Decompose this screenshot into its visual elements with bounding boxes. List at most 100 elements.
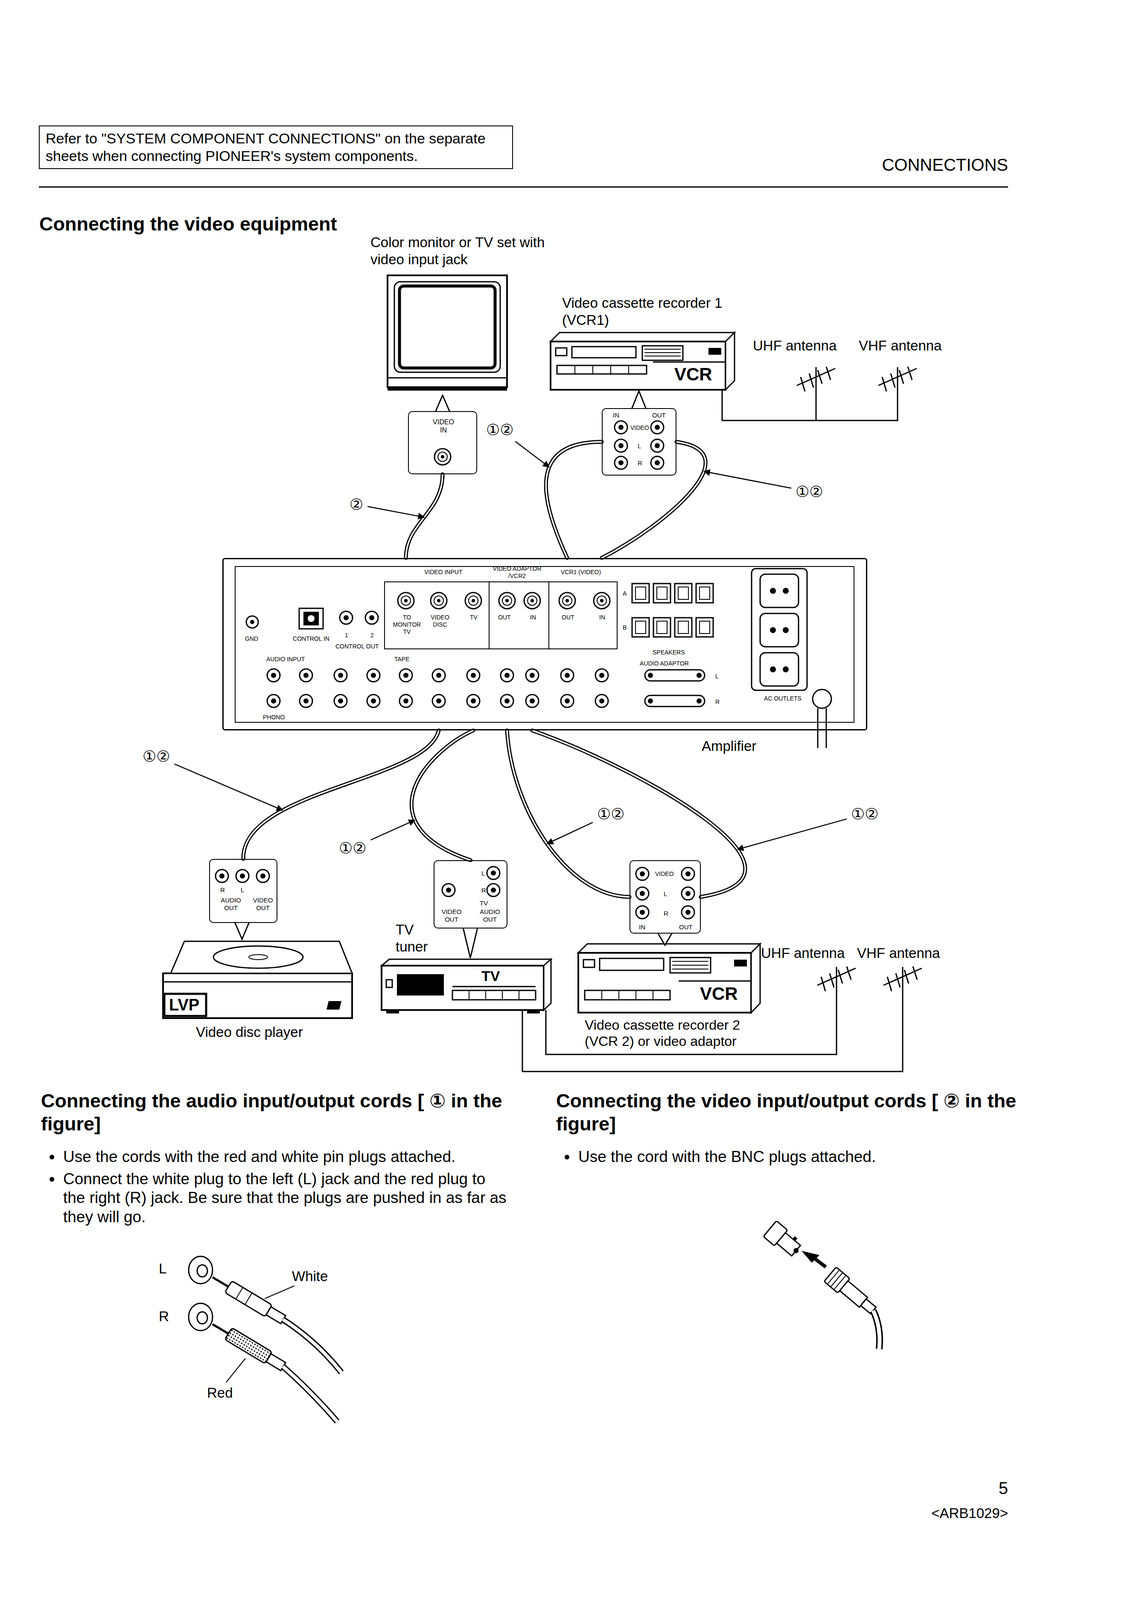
antenna-label: VHF antenna (858, 337, 942, 355)
callout-number: ①② (484, 420, 516, 439)
bullet-dot (49, 1154, 55, 1160)
device-badge: VCR (699, 982, 738, 1005)
section-header: CONNECTIONS (881, 154, 1009, 175)
node-text: OUT (498, 613, 511, 621)
node-text: VCR1 (VIDEO) (560, 568, 601, 576)
av-cable (545, 441, 602, 558)
node-text: IN (638, 923, 646, 931)
node-text: R (481, 886, 487, 895)
node-text: L (240, 886, 245, 894)
callout-number: ①② (849, 804, 881, 823)
av-cable (243, 730, 439, 859)
device-caption: TV tuner (395, 921, 443, 955)
node-text: TAPE (394, 655, 410, 663)
callout-number: ①② (793, 482, 825, 501)
jack-panel: R L AUDIO OUTVIDEO OUT (209, 858, 278, 923)
node-text: CONTROL IN (291, 635, 331, 643)
node-text: A (622, 589, 627, 598)
device-caption: Video cassette recorder 1 (VCR1) (562, 294, 750, 329)
node-text: VIDEO INPUT (424, 568, 463, 576)
node-text: Refer to "SYSTEM COMPONENT CONNECTIONS" … (45, 129, 507, 165)
node-text: 2 (370, 631, 374, 639)
page-number: 5 (998, 1477, 1009, 1499)
jack-panel: LR TV VIDEO OUT AUDIO OUT (433, 859, 508, 929)
node-text: VIDEO ADAPTOR /VCR2 (492, 565, 542, 580)
leader-line (370, 819, 415, 840)
node-text: GND (244, 635, 259, 643)
leader-line (367, 506, 425, 518)
node-text: VIDEO OUT (437, 907, 466, 924)
node-text: VIDEO DISC (426, 613, 454, 629)
jack-panel: VIDEOLRINOUT (629, 859, 701, 934)
callout-number: ①② (595, 804, 627, 823)
av-cable (411, 730, 474, 860)
node-text: L (715, 672, 719, 680)
note-box: Refer to "SYSTEM COMPONENT CONNECTIONS" … (38, 125, 514, 170)
bnc-plug-illustration (763, 1220, 881, 1349)
av-cable (532, 730, 746, 897)
leader-line (737, 818, 847, 849)
node-text: AUDIO OUT (215, 896, 246, 912)
pin-plug-illustration (188, 1256, 342, 1422)
bullet-text: Use the cord with the BNC plugs attached… (578, 1147, 1006, 1166)
amplifier-panel: VIDEO INPUT VIDEO ADAPTOR /VCR2 VCR1 (VIDE… (222, 557, 868, 731)
leader-line (547, 822, 593, 844)
node-text: VIDEO (655, 870, 674, 878)
vcr1-illustration (550, 332, 735, 470)
bullet-dot (49, 1176, 55, 1182)
node-text: TV (479, 899, 488, 907)
node-text: CONTROL OUT (335, 642, 379, 651)
jack-panel: INOUTVIDEOLR (601, 408, 677, 476)
av-cable (507, 730, 630, 897)
node-text: B (622, 623, 627, 632)
bullet-text: Use the cords with the red and white pin… (63, 1147, 508, 1166)
leader-line (174, 763, 283, 811)
av-cable (601, 441, 706, 558)
device-caption: Color monitor or TV set with video input… (370, 233, 554, 268)
node-text: R (637, 459, 643, 467)
antenna-label: VHF antenna (856, 944, 940, 962)
tv-tuner-illustration (381, 866, 551, 1014)
plug-label: White (291, 1267, 328, 1285)
vcr2-illustration (578, 867, 761, 1013)
video-disc-player-illustration (163, 869, 353, 1018)
node-text: AUDIO INPUT (266, 655, 305, 663)
jack-label: L (158, 1259, 167, 1277)
node-text: AUDIO OUT (475, 907, 505, 924)
node-text: IN (612, 411, 620, 420)
callout-number: ② (347, 495, 365, 514)
amplifier-rear-panel (235, 566, 855, 748)
node-text: OUT (679, 923, 693, 931)
section-heading: Connecting the audio input/output cords … (40, 1089, 519, 1136)
node-text: VIDEO OUT (250, 896, 275, 912)
leader-line (515, 441, 550, 467)
bullet-text: Connect the white plug to the left (L) j… (63, 1169, 508, 1227)
node-text: R (715, 698, 720, 706)
av-cable (405, 474, 443, 558)
device-caption: Video disc player (195, 1023, 304, 1041)
node-text: SPEAKERS (652, 648, 685, 656)
device-caption: Video cassette recorder 2 (VCR 2) or vid… (584, 1016, 773, 1050)
node-text: OUT (652, 411, 666, 420)
node-text: OUT (561, 613, 575, 621)
bullet-dot (564, 1154, 570, 1160)
device-badge: LVP (169, 995, 200, 1015)
node-text: AUDIO ADAPTOR (639, 659, 689, 668)
node-text: PHONO (262, 713, 285, 721)
page-title: Connecting the video equipment (39, 212, 338, 236)
plug-label: Red (206, 1384, 234, 1402)
node-text: Amplifier (701, 737, 757, 755)
node-text: TO MONITOR TV (390, 613, 423, 636)
node-text: IN (599, 613, 606, 621)
node-text: L (481, 869, 485, 878)
device-badge: TV (481, 967, 500, 985)
node-text: AC OUTLETS (763, 694, 802, 703)
node-text: 1 (344, 631, 349, 639)
section-heading: Connecting the video input/output cords … (556, 1089, 1026, 1136)
antenna-label: UHF antenna (760, 944, 845, 962)
node-text: R (220, 886, 225, 894)
node-text: VIDEO IN (428, 417, 459, 435)
